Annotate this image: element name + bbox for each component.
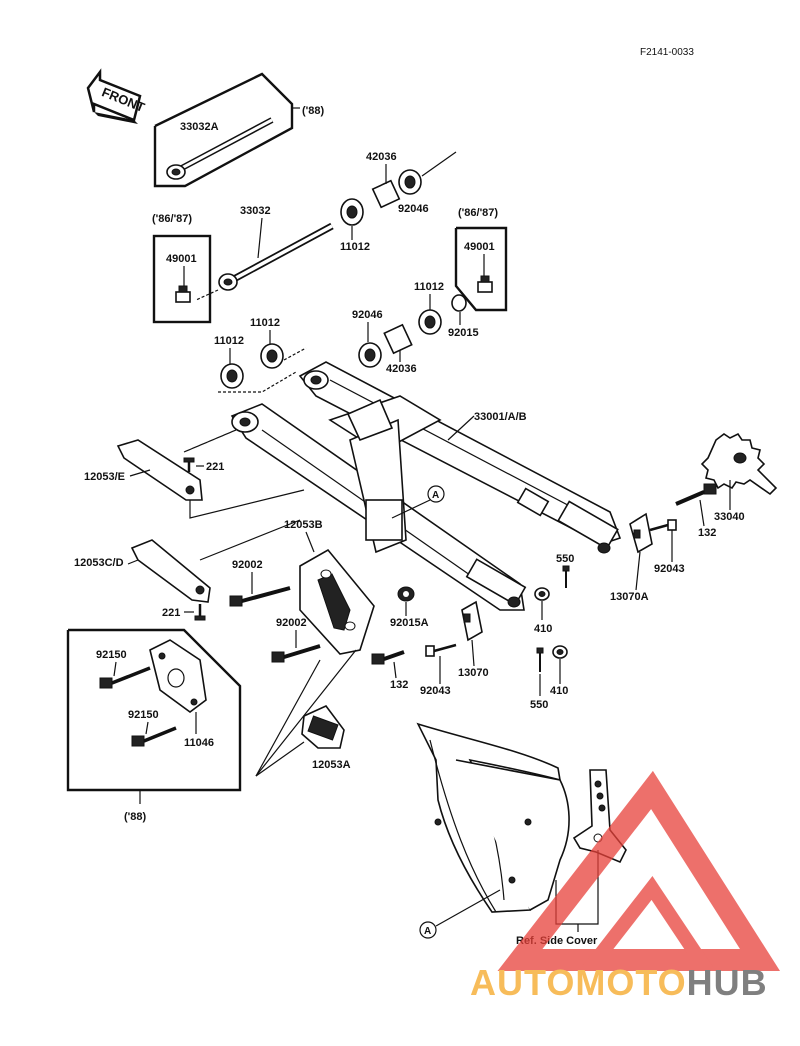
svg-text:A: A (432, 490, 439, 501)
label-13070A: 13070A (610, 591, 649, 603)
doc-code: F2141-0033 (640, 47, 694, 58)
chain-guide-12053B (299, 548, 375, 655)
label-11012-a: 11012 (340, 241, 370, 253)
label-92046-top: 92046 (398, 203, 429, 215)
grease-fitting-left (175, 285, 191, 303)
side-cover (416, 722, 570, 913)
shaft-33032A (166, 117, 274, 180)
box-86-87-right (454, 226, 508, 312)
box-88-top: ('88) (153, 72, 325, 188)
label-410-b: 410 (550, 685, 568, 697)
bolt-92043-right (649, 519, 677, 532)
pin-550-top (562, 565, 570, 588)
label-92002-b: 92002 (276, 617, 307, 629)
label-33040: 33040 (714, 511, 745, 523)
bearing-11012-left-lower (220, 363, 244, 389)
label-11012-b: 11012 (414, 281, 444, 293)
label-33032A: 33032A (180, 121, 219, 133)
bolt-92150-a (99, 666, 151, 689)
automotohub-watermark: AUTOMOTOHUB (470, 770, 781, 1003)
callout-A-bottom: A (419, 889, 501, 939)
chain-guide-12053CD (130, 539, 211, 603)
swingarm-33001 (230, 361, 622, 611)
box-86-87-left (152, 234, 212, 324)
year-86-87-left-label: ('86/'87) (152, 213, 192, 225)
label-550-top: 550 (556, 553, 574, 565)
label-42036-top: 42036 (366, 151, 397, 163)
label-92150-b: 92150 (128, 709, 159, 721)
label-221-top: 221 (206, 461, 224, 473)
bolt-92002-a (229, 586, 291, 607)
label-132-mid: 132 (390, 679, 408, 691)
label-221-bottom: 221 (162, 607, 180, 619)
label-33001: 33001/A/B (474, 411, 527, 423)
collar-92046-top (398, 169, 422, 195)
label-12053B: 12053B (284, 519, 323, 531)
label-11046: 11046 (184, 737, 214, 749)
label-92002-a: 92002 (232, 559, 263, 571)
bearing-11012-left-upper (260, 343, 284, 369)
block-12053A (301, 705, 345, 749)
label-13070: 13070 (458, 667, 489, 679)
adjuster-13070A (629, 512, 653, 554)
label-92046-mid: 92046 (352, 309, 383, 321)
screw-221-bottom (194, 604, 206, 621)
label-11012-d: 11012 (214, 335, 244, 347)
year-86-87-right-label: ('86/'87) (458, 207, 498, 219)
label-92015: 92015 (448, 327, 479, 339)
bolt-132-mid (371, 650, 405, 665)
callout-A-top: A (391, 485, 445, 519)
label-132-right: 132 (698, 527, 716, 539)
collar-92046-mid (358, 342, 382, 368)
label-49001-right: 49001 (464, 241, 495, 253)
label-92043-right: 92043 (654, 563, 685, 575)
label-550-bottom: 550 (530, 699, 548, 711)
label-410-a: 410 (534, 623, 552, 635)
grease-fitting-right (477, 275, 493, 293)
box-88-bottom (66, 628, 242, 792)
plate-11046 (149, 639, 207, 713)
adjuster-13070 (461, 600, 483, 642)
bolt-92002-b (271, 644, 321, 663)
chain-guide-12053E (116, 439, 203, 501)
bushing-42036-mid (383, 323, 413, 355)
label-92015A: 92015A (390, 617, 429, 629)
svg-text:AUTOMOTOHUB: AUTOMOTOHUB (470, 962, 768, 1003)
shaft-33032 (195, 222, 334, 301)
seal-92015 (451, 294, 467, 312)
washer-410-b (552, 645, 568, 659)
washer-410-a (534, 587, 550, 601)
label-49001-left: 49001 (166, 253, 197, 265)
label-12053CD: 12053C/D (74, 557, 124, 569)
screw-221-top (183, 457, 195, 472)
label-33032: 33032 (240, 205, 271, 217)
label-42036-mid: 42036 (386, 363, 417, 375)
bolt-132-right (675, 483, 717, 506)
watermark-brand-part2: HUB (687, 962, 768, 1003)
label-12053E: 12053/E (84, 471, 125, 483)
pin-550-bottom (536, 647, 544, 672)
bolt-92043-mid (425, 643, 457, 657)
year-88-top-label: ('88) (302, 105, 325, 117)
label-92150-a: 92150 (96, 649, 127, 661)
nut-92015A (397, 586, 415, 602)
front-arrow-icon: FRONT (86, 68, 147, 124)
label-92043-mid: 92043 (420, 685, 451, 697)
watermark-brand-part1: AUTOMOTO (470, 962, 687, 1003)
bolt-92150-b (131, 726, 177, 747)
bushing-42036-top (371, 179, 401, 209)
year-88-bottom-label: ('88) (124, 811, 147, 823)
bearing-11012-top (340, 198, 364, 226)
svg-text:A: A (424, 926, 431, 937)
chain-guard-33040 (700, 432, 778, 496)
label-12053A: 12053A (312, 759, 351, 771)
label-11012-c: 11012 (250, 317, 280, 329)
bearing-11012-mid (418, 309, 442, 335)
